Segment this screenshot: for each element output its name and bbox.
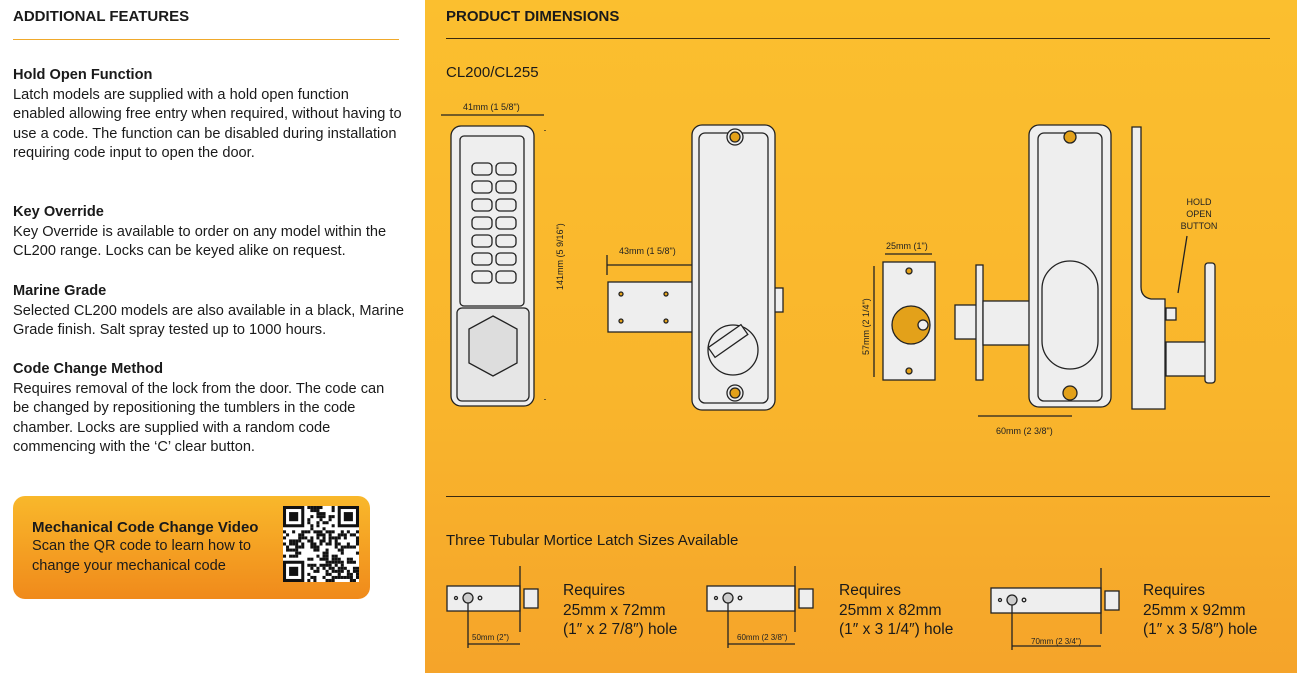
key-icon [495,270,517,284]
latch-side-drawing [954,124,1216,417]
key-icon [495,252,517,266]
divider [13,39,399,40]
req-label: Requires [563,582,626,599]
dim-width: 41mm (1 5/8") [463,102,520,112]
feature-title: Key Override [13,204,104,220]
key-icon [471,216,493,230]
feature-title: Marine Grade [13,283,107,299]
latch-drawing [990,568,1120,650]
strike-plate-drawing [873,253,936,381]
key-icon [471,198,493,212]
dim-height: 141mm (5 9/16") [555,223,565,290]
hold-label: OPEN [1186,209,1212,219]
video-title: Mechanical Code Change Video [32,519,259,536]
latch-drawing [446,566,539,648]
dim-backset: 43mm (1 5/8") [619,246,676,256]
latch-dim: 70mm (2 3/4") [1031,637,1082,646]
key-icon [495,234,517,248]
latch-dim: 50mm (2") [472,633,509,642]
feature-text: Selected CL200 models are also available… [13,302,405,339]
dim-plate-height: 57mm (2 1/4") [861,298,871,355]
req-label: Requires [1143,582,1206,599]
model-label: CL200/CL255 [446,64,539,81]
key-icon [495,198,517,212]
section-heading: ADDITIONAL FEATURES [13,8,190,25]
key-icon [471,234,493,248]
latch-requirement: Requires 25mm x 82mm (1″ x 3 1/4″) hole [839,581,953,640]
divider [446,496,1270,497]
qr-code-icon[interactable] [283,506,359,582]
key-icon [495,180,517,194]
divider [446,38,1270,39]
latch-heading: Three Tubular Mortice Latch Sizes Availa… [446,532,739,549]
req-hole: (1″ x 3 1/4″) hole [839,621,954,638]
section-heading: PRODUCT DIMENSIONS [446,8,620,25]
req-hole: (1″ x 2 7/8″) hole [563,621,678,638]
feature-text: Key Override is available to order on an… [13,223,387,260]
key-icon [495,162,517,176]
dim-depth: 60mm (2 3/8") [996,426,1053,436]
feature-text: Requires removal of the lock from the do… [13,380,385,456]
back-plate-drawing [606,124,784,411]
video-text: Scan the QR code to learn how to change … [32,538,252,574]
key-icon [471,180,493,194]
req-size: 25mm x 82mm [839,601,942,619]
key-icon [471,162,493,176]
key-icon [471,252,493,266]
req-size: 25mm x 72mm [563,601,666,619]
latch-requirement: Requires 25mm x 72mm (1″ x 2 7/8″) hole [563,581,677,640]
dimension-drawings: 41mm (1 5/8") 141mm (5 9/16") 43mm (1 5/… [441,102,1218,650]
video-callout[interactable]: Mechanical Code Change Video Scan the QR… [13,496,370,599]
hold-label: HOLD [1186,197,1212,207]
req-size: 25mm x 92mm [1143,601,1246,619]
feature-title: Code Change Method [13,361,163,377]
feature-text: Latch models are supplied with a hold op… [13,86,402,162]
key-icon [495,216,517,230]
dim-plate-width: 25mm (1") [886,241,928,251]
req-label: Requires [839,582,902,599]
product-dimensions-panel: PRODUCT DIMENSIONS CL200/CL255 41mm (1 5… [425,0,1297,673]
latch-requirement: Requires 25mm x 92mm (1″ x 3 5/8″) hole [1143,581,1257,640]
latch-drawing [706,566,814,648]
req-hole: (1″ x 3 5/8″) hole [1143,621,1258,638]
keypad-front-drawing [441,114,546,407]
hold-label: BUTTON [1181,221,1218,231]
feature-title: Hold Open Function [13,67,153,83]
latch-dim: 60mm (2 3/8") [737,633,788,642]
key-icon [471,270,493,284]
